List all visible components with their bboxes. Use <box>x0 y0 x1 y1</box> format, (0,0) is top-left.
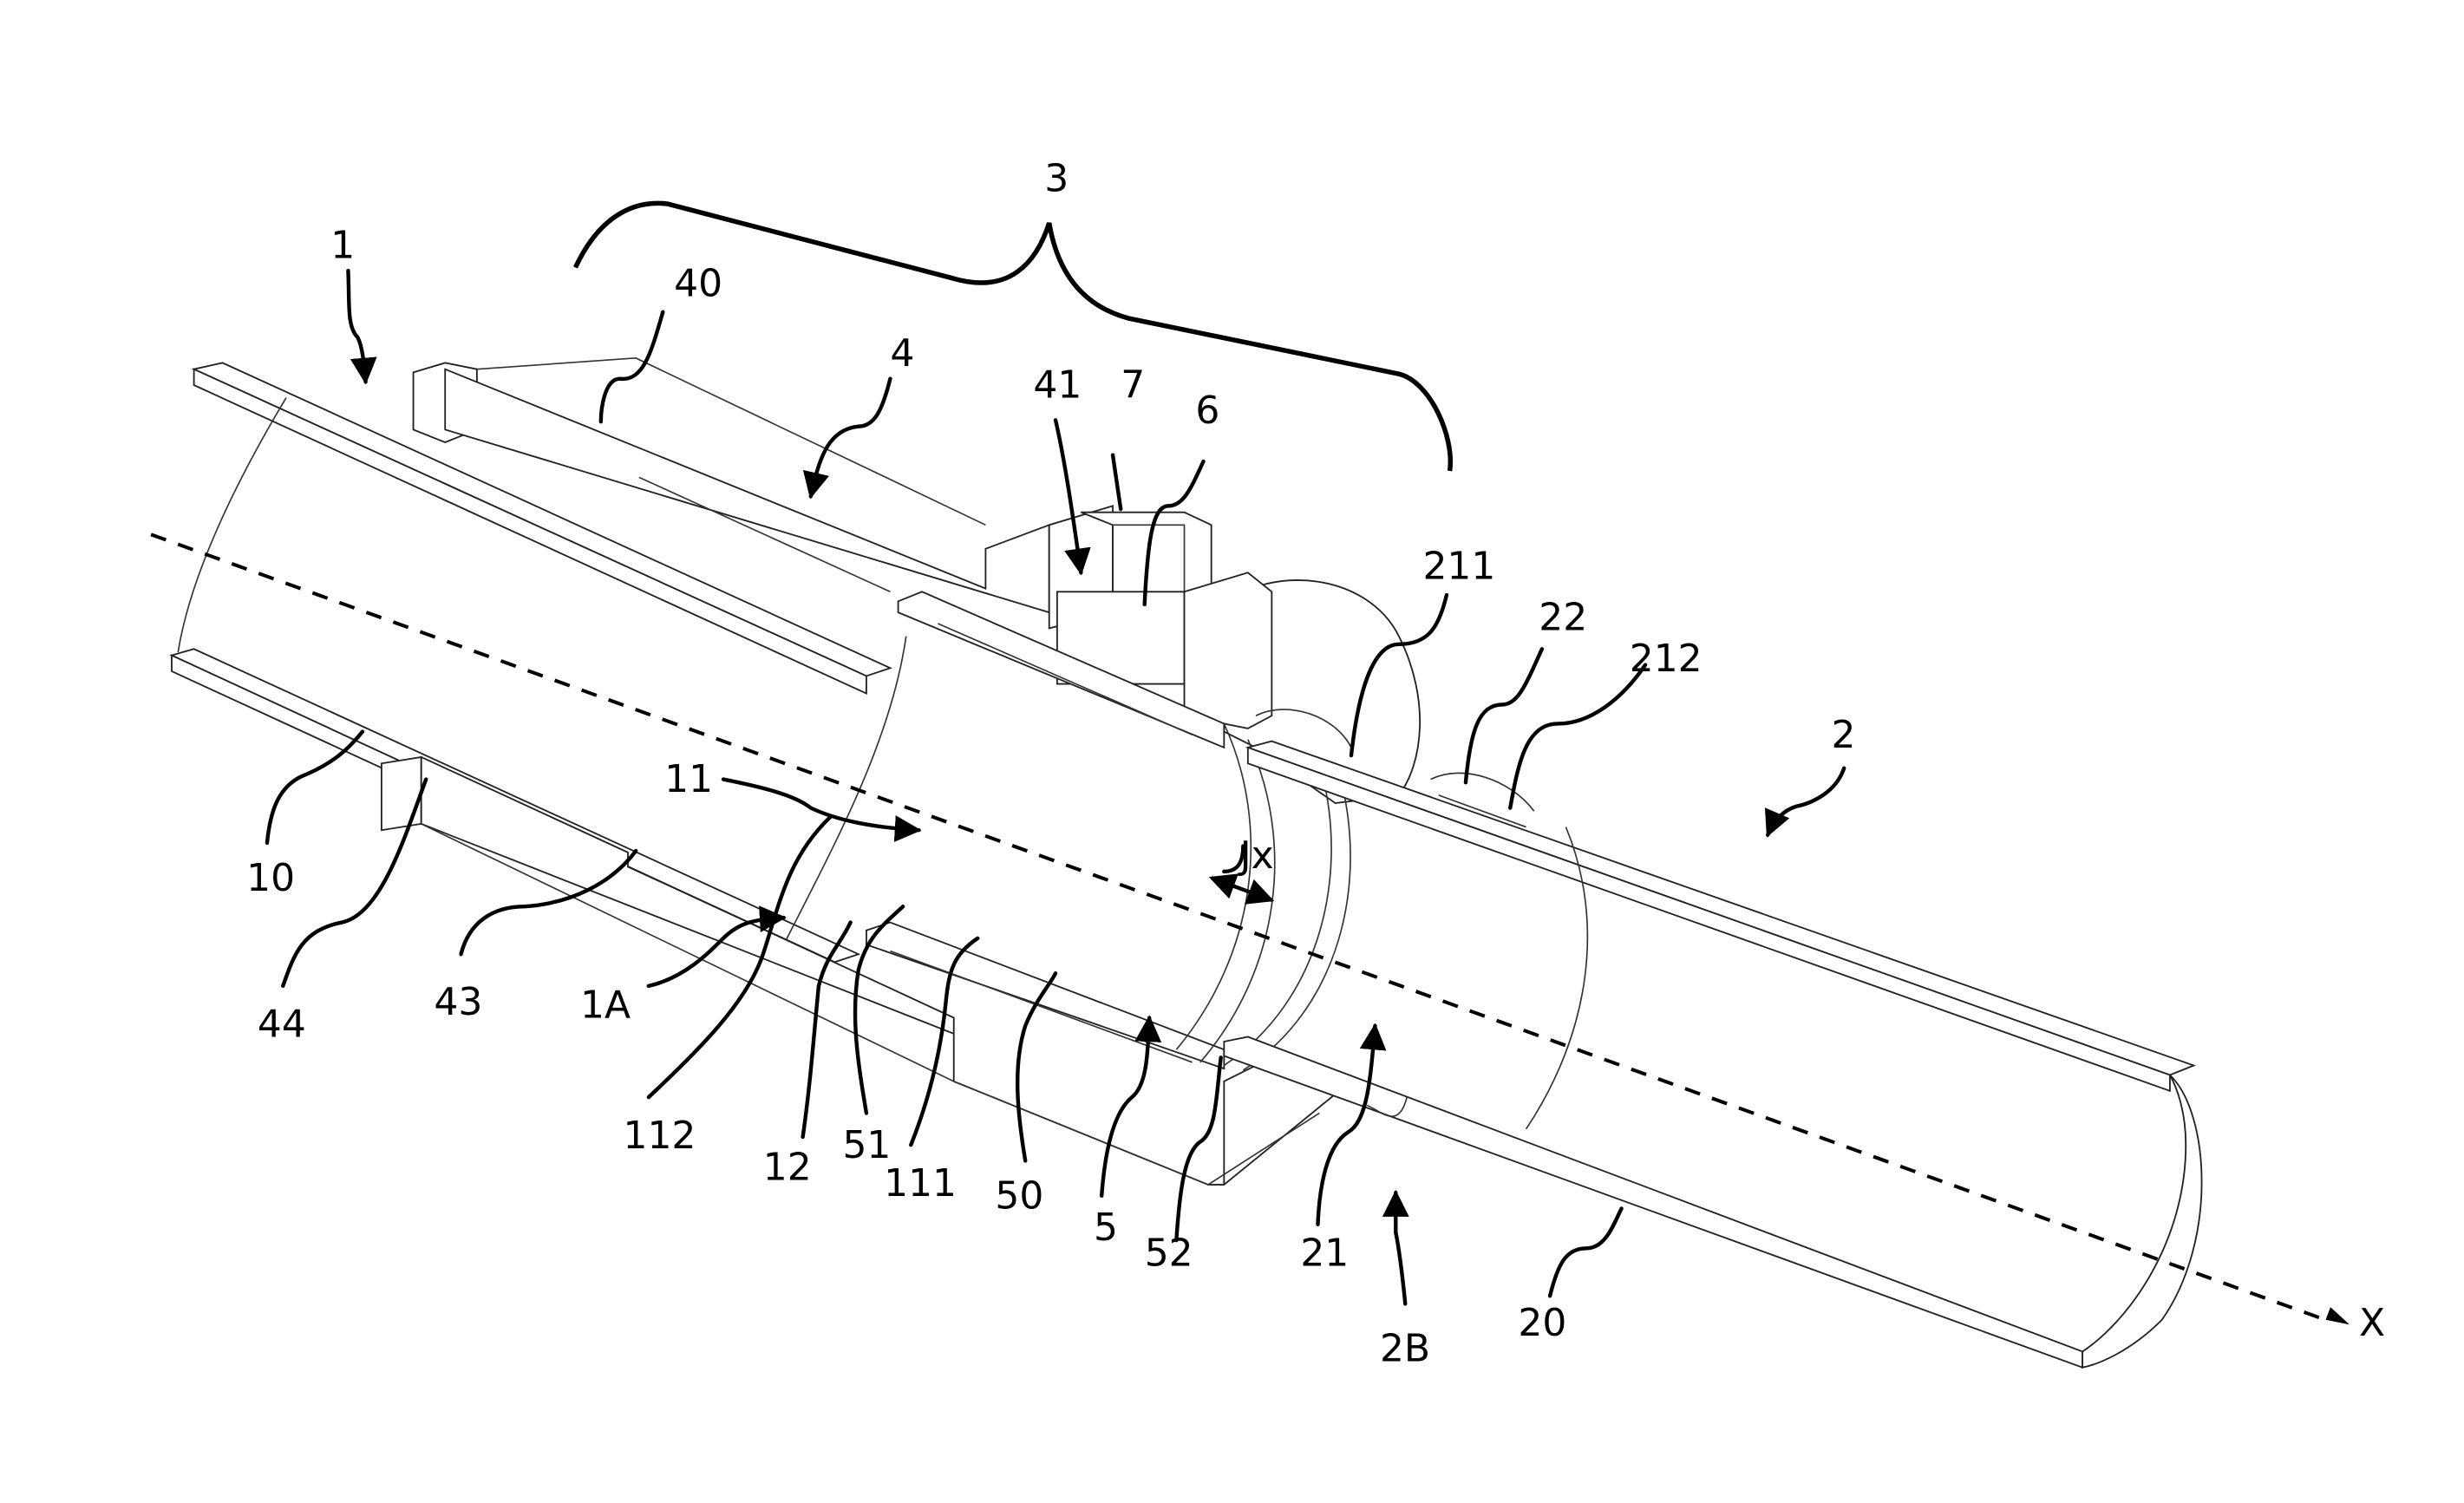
label-20: 20 <box>1518 1301 1566 1345</box>
label-4: 4 <box>890 331 914 376</box>
label-21: 21 <box>1300 1231 1349 1275</box>
label-1: 1 <box>330 223 355 267</box>
label-44: 44 <box>258 1003 306 1047</box>
brace-3 <box>573 200 1454 472</box>
label-group-3: 3 <box>1044 156 1069 200</box>
play-jx-arrow <box>1208 873 1275 905</box>
label-111: 111 <box>884 1161 957 1206</box>
label-1A: 1A <box>580 983 631 1028</box>
axis-x <box>150 533 2322 1320</box>
label-212: 212 <box>1630 637 1703 681</box>
label-jx: Jx <box>1238 833 1274 878</box>
leader-lines <box>265 268 1846 1306</box>
label-5: 5 <box>1094 1206 1118 1250</box>
label-51: 51 <box>842 1123 891 1167</box>
label-52: 52 <box>1145 1231 1193 1275</box>
label-22: 22 <box>1539 595 1587 639</box>
label-6: 6 <box>1195 389 1219 433</box>
label-7: 7 <box>1121 363 1145 408</box>
labels: 3 1 40 4 41 7 6 211 22 212 2 10 11 44 43… <box>246 156 2385 1370</box>
tube-2 <box>1223 740 2203 1369</box>
label-40: 40 <box>674 261 722 305</box>
label-43: 43 <box>434 980 482 1024</box>
label-2: 2 <box>1832 713 1856 757</box>
coupling-body-lower <box>380 755 1337 1186</box>
label-112: 112 <box>623 1114 696 1158</box>
coupling-body-4 <box>412 357 1114 630</box>
label-50: 50 <box>995 1173 1043 1218</box>
label-axis-x: X <box>2359 1301 2385 1345</box>
label-12: 12 <box>763 1145 812 1189</box>
play-jx-leader <box>1222 844 1245 874</box>
label-10: 10 <box>246 856 295 900</box>
label-2B: 2B <box>1380 1326 1430 1370</box>
axis-arrowhead <box>2325 1307 2350 1325</box>
label-41: 41 <box>1033 363 1082 408</box>
label-211: 211 <box>1422 545 1495 589</box>
label-11: 11 <box>664 757 713 801</box>
